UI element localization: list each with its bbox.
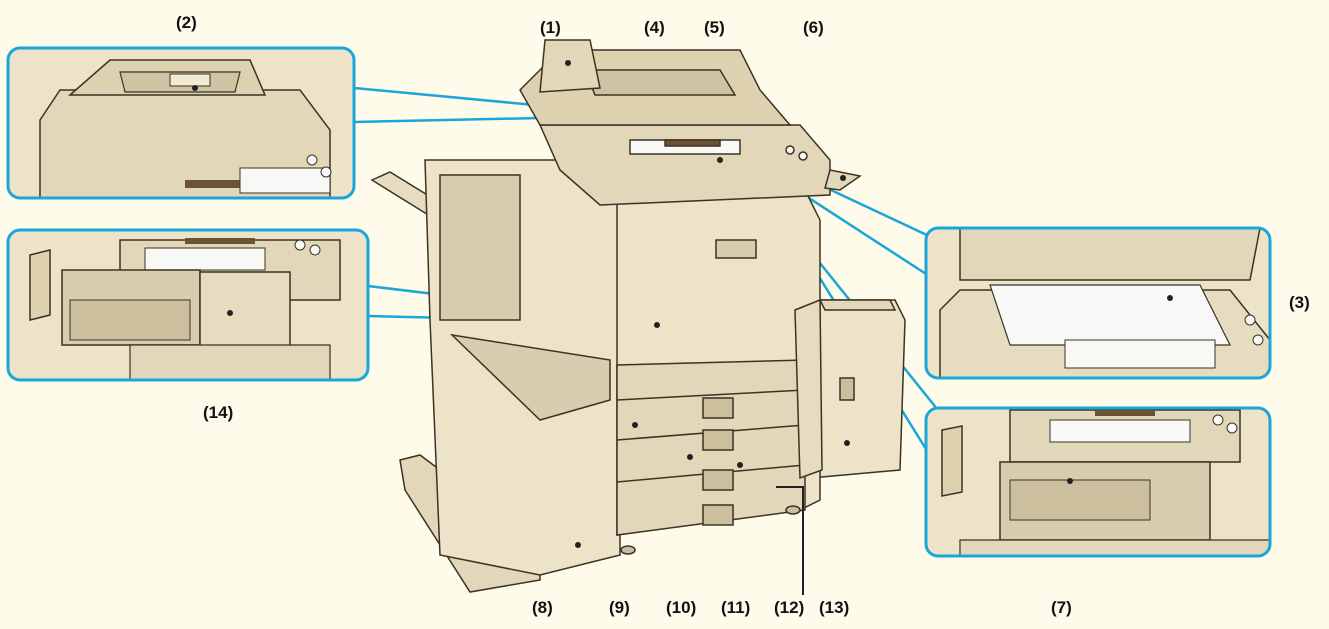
inset-document-feeder <box>6 46 356 200</box>
callout-label-7: (7) <box>1051 598 1072 617</box>
callout-label-2: (2) <box>176 13 197 32</box>
callout-leader-12 <box>776 486 804 595</box>
callout-label-13: (13) <box>819 598 850 617</box>
callout-label-6: (6) <box>803 18 824 37</box>
callout-label-1: (1) <box>540 18 561 37</box>
callout-label-9: (9) <box>609 598 630 617</box>
inset-document-glass <box>924 226 1272 380</box>
inset-output-tray <box>6 228 370 382</box>
main-machine <box>370 39 906 593</box>
callout-label-3: (3) <box>1289 293 1310 312</box>
callout-label-11: (11) <box>721 598 751 617</box>
callout-label-14: (14) <box>203 403 234 422</box>
callout-label-5: (5) <box>704 18 725 37</box>
callout-label-8: (8) <box>532 598 553 617</box>
callout-label-4: (4) <box>644 18 665 37</box>
callout-label-10: (10) <box>666 598 697 617</box>
inset-centre-tray <box>924 406 1272 558</box>
callout-markers <box>565 60 850 548</box>
callout-label-12: (12) <box>774 598 805 617</box>
